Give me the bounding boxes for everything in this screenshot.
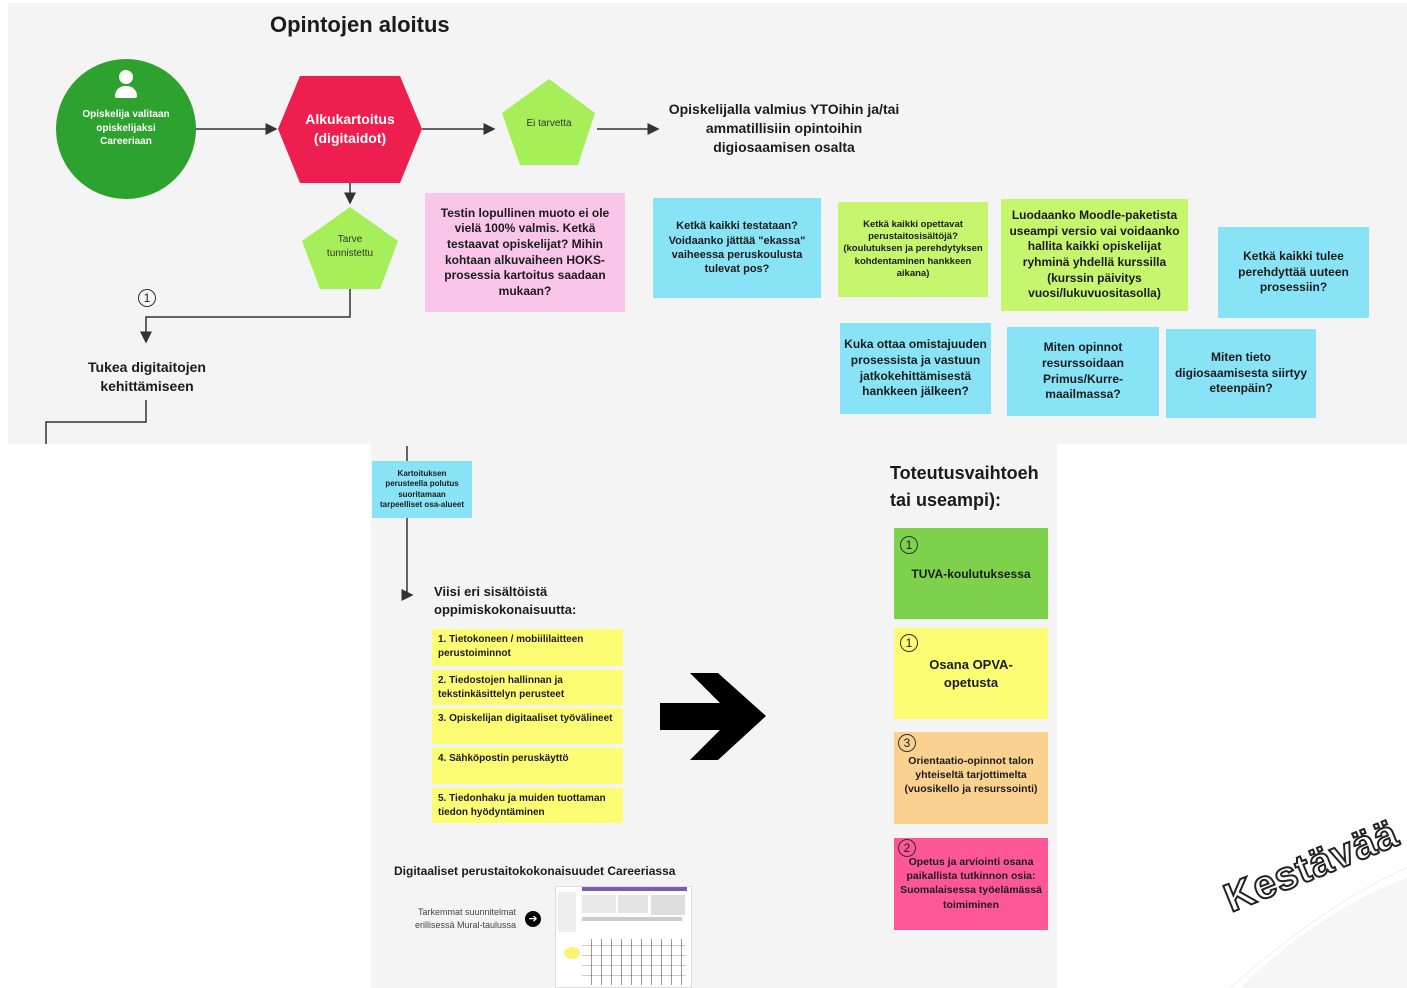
option-text: Orientaatio-opinnot talon yhteiseltä tar…: [904, 755, 1038, 796]
big-arrow: [660, 673, 766, 760]
alkukartoitus-label: Alkukartoitus (digitaidot): [305, 111, 395, 146]
learning-item-1: 1. Tietokoneen / mobiililaitteen perusto…: [432, 629, 623, 666]
note-omistajuus: Kuka ottaa omistajuuden prosessista ja v…: [840, 323, 991, 414]
note-tieto: Miten tieto digiosaamisesta siirtyy etee…: [1166, 329, 1316, 418]
ei-tarvetta-label: Ei tarvetta: [526, 118, 572, 129]
option-number: 1: [900, 634, 918, 652]
note-ketka-opettavat: Ketkä kaikki opettavat perustaitosisältö…: [838, 202, 988, 297]
outcome-text: Opiskelijalla valmius YTOihin ja/tai amm…: [668, 101, 900, 155]
note-moodle: Luodaanko Moodle-paketista useampi versi…: [1001, 199, 1188, 311]
option-text: TUVA-koulutuksessa: [911, 567, 1031, 581]
option-suomalaisessa: 2 Opetus ja arviointi osana paikallista …: [894, 838, 1048, 930]
alkukartoitus-hexagon: [278, 76, 422, 183]
option-number: 3: [898, 734, 916, 752]
tukea-label: Tukea digitaitojen kehittämiseen: [88, 359, 206, 394]
page-title: Opintojen aloitus: [270, 12, 450, 37]
learning-item-3: 3. Opiskelijan digitaaliset työvälineet: [432, 708, 623, 744]
toteutus-heading: Toteutusvaihtoeh tai useampi):: [890, 463, 1039, 510]
user-icon: [114, 70, 138, 100]
arrow-circle-icon: ➔: [525, 911, 541, 927]
learning-item-5: 5. Tiedonhaku ja muiden tuottaman tiedon…: [432, 788, 623, 823]
option-number: 2: [898, 839, 916, 857]
option-orientaatio: 3 Orientaatio-opinnot talon yhteiseltä t…: [894, 732, 1048, 824]
note-ketka-testataan: Ketkä kaikki testataan? Voidaanko jättää…: [653, 198, 821, 298]
tarve-pentagon: [302, 207, 398, 289]
note-kartoituksen-perusteella: Kartoituksen perusteella polutus suorita…: [372, 461, 472, 518]
learning-item-4: 4. Sähköpostin peruskäyttö: [432, 748, 623, 784]
start-node-label: Opiskelija valitaan opiskelijaksi Career…: [82, 109, 170, 147]
digitaaliset-heading: Digitaaliset perustaitokokonaisuudet Car…: [394, 864, 676, 878]
note-resurssointi: Miten opinnot resurssoidaan Primus/Kurre…: [1007, 327, 1159, 416]
mural-thumbnail[interactable]: [555, 886, 692, 988]
note-testin-muoto: Testin lopullinen muoto ei ole vielä 100…: [425, 193, 625, 312]
option-number: 1: [900, 536, 918, 554]
option-opva: 1 Osana OPVA-opetusta: [894, 628, 1048, 719]
option-text: Opetus ja arviointi osana paikallista tu…: [900, 856, 1042, 911]
option-tuva: 1 TUVA-koulutuksessa: [894, 528, 1048, 619]
step-number: 1: [138, 289, 156, 307]
tarkemmat-text: Tarkemmat suunnitelmat erillisessä Mural…: [414, 907, 516, 930]
ei-tarvetta-pentagon: [502, 79, 595, 165]
viisi-heading: Viisi eri sisältöistä oppimiskokonaisuut…: [434, 584, 577, 617]
start-circle: [56, 59, 196, 199]
tarve-label: Tarve tunnistettu: [326, 234, 374, 259]
option-text: Osana OPVA-opetusta: [929, 657, 1013, 690]
note-perehdyttaa: Ketkä kaikki tulee perehdyttää uuteen pr…: [1218, 227, 1369, 318]
learning-item-2: 2. Tiedostojen hallinnan ja tekstinkäsit…: [432, 670, 623, 705]
